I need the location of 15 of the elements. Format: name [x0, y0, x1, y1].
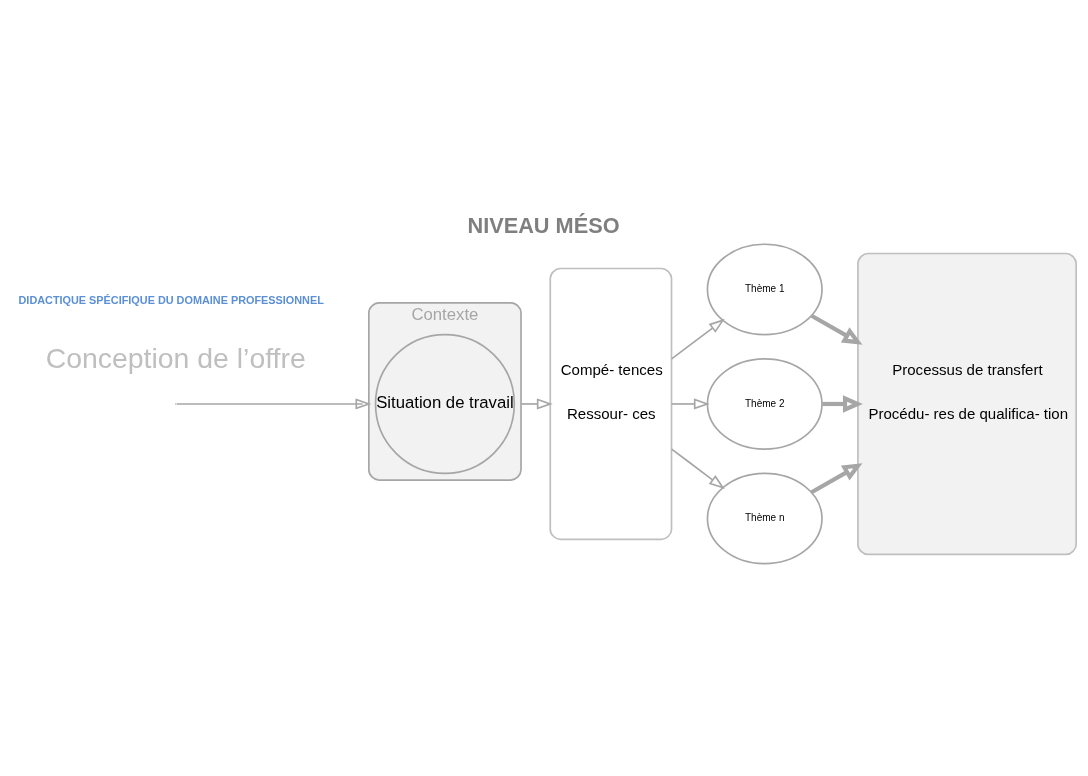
node-circle: Situation de travail — [374, 333, 516, 474]
arrow — [670, 447, 725, 489]
arrow — [810, 313, 863, 345]
diagram-title: NIVEAU MÉSO — [467, 212, 620, 238]
node-ellipse: Thème 2 — [706, 357, 823, 450]
arrow — [670, 397, 710, 410]
arrow — [822, 394, 863, 413]
arrow — [810, 462, 863, 494]
label: Conception de l’offre — [45, 341, 306, 374]
arrow — [670, 318, 725, 360]
caption: DIDACTIQUE SPÉCIFIQUE DU DOMAINE PROFESSIONNEL — [18, 293, 324, 306]
arrow — [520, 397, 553, 410]
node-box: Compé- tences Ressour- ces — [549, 267, 673, 540]
arrow — [175, 397, 372, 410]
node-box: Processus de transfert Procédu- res de qualifica- tion — [857, 252, 1077, 555]
